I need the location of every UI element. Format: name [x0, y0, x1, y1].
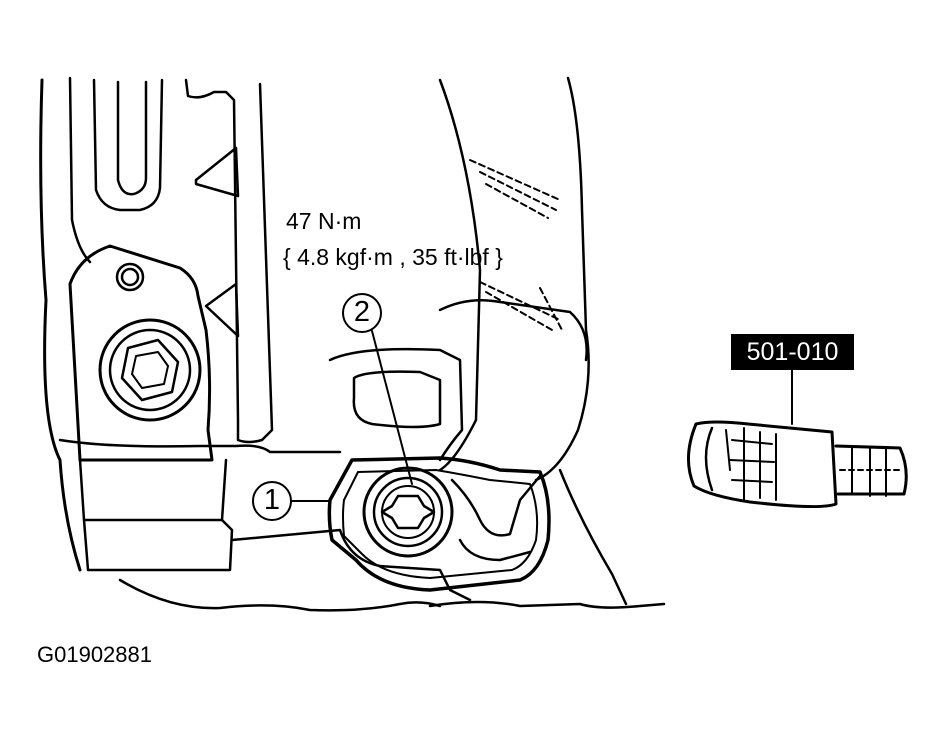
tool-number-tag: 501-010: [731, 334, 854, 370]
leader-lines: [290, 330, 793, 502]
lower-bracket: [58, 438, 666, 612]
engine-housing: [39, 76, 274, 572]
hex-bolt-icon: [98, 318, 202, 422]
bolt-plate: [327, 456, 551, 592]
callout-2: 2: [342, 293, 382, 333]
torque-conversions: { 4.8 kgf·m , 35 ft·lbf }: [283, 244, 503, 270]
torx-bolt-icon: [362, 466, 454, 558]
torque-value: 47 N·m: [286, 208, 362, 234]
socket-tool-icon: [686, 420, 908, 509]
figure-id: G01902881: [37, 642, 152, 667]
callout-1: 1: [252, 481, 292, 521]
right-housing: [328, 76, 628, 606]
